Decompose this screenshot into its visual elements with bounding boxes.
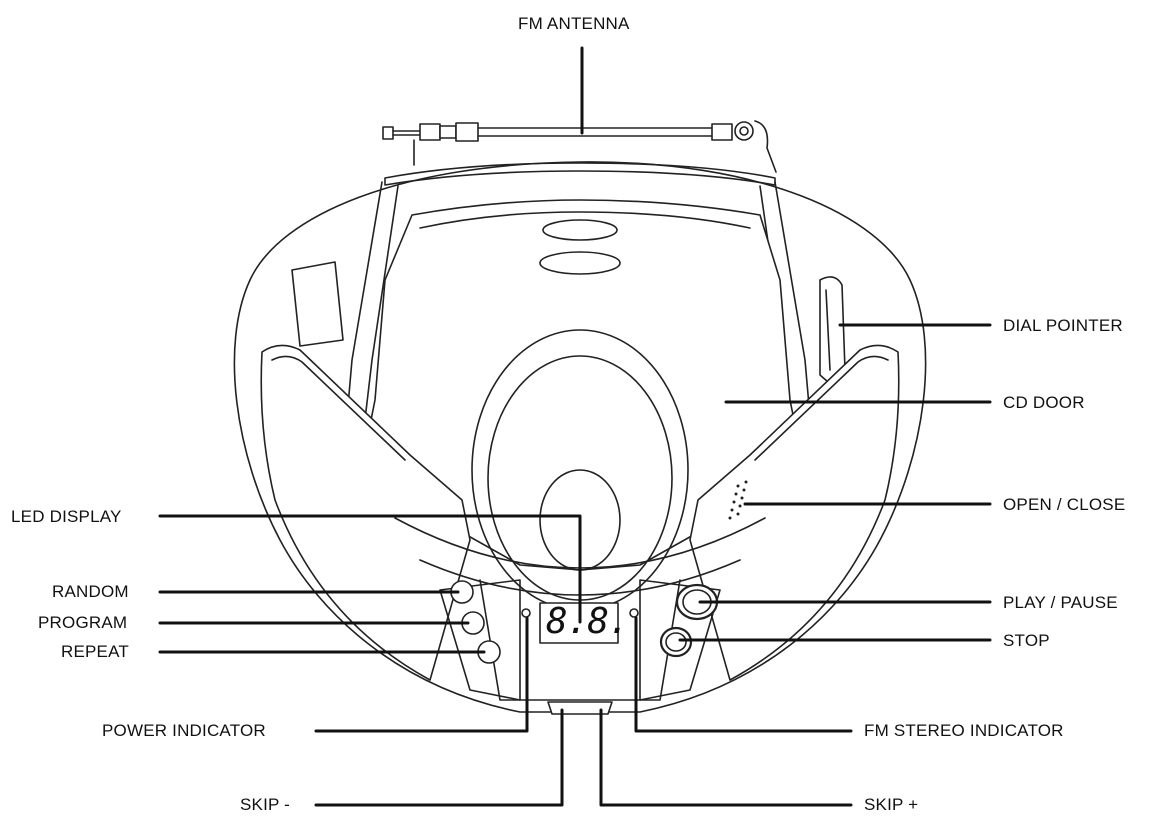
open-close-label: OPEN / CLOSE [1003, 495, 1126, 514]
fm-stereo-indicator-label: FM STEREO INDICATOR [864, 721, 1064, 740]
dial-pointer-label: DIAL POINTER [1003, 316, 1123, 335]
repeat-label: REPEAT [61, 642, 129, 661]
stop-button[interactable] [659, 626, 693, 658]
random-label: RANDOM [52, 582, 129, 601]
program-label: PROGRAM [38, 613, 128, 632]
skip-plus-label: SKIP + [864, 795, 919, 814]
boombox-body [233, 161, 927, 715]
led-display-digits: 8.8. [546, 601, 630, 642]
leader-lines [158, 46, 992, 807]
fm-antenna [382, 120, 777, 173]
fm-stereo-indicator-led [629, 608, 639, 618]
play-pause-label: PLAY / PAUSE [1003, 593, 1118, 612]
stop-label: STOP [1003, 631, 1050, 650]
cd-door-label: CD DOOR [1003, 393, 1085, 412]
fm-antenna-label: FM ANTENNA [518, 14, 630, 33]
power-indicator-label: POWER INDICATOR [102, 721, 266, 740]
led-display-label: LED DISPLAY [11, 507, 122, 526]
skip-minus-label: SKIP - [240, 795, 291, 814]
